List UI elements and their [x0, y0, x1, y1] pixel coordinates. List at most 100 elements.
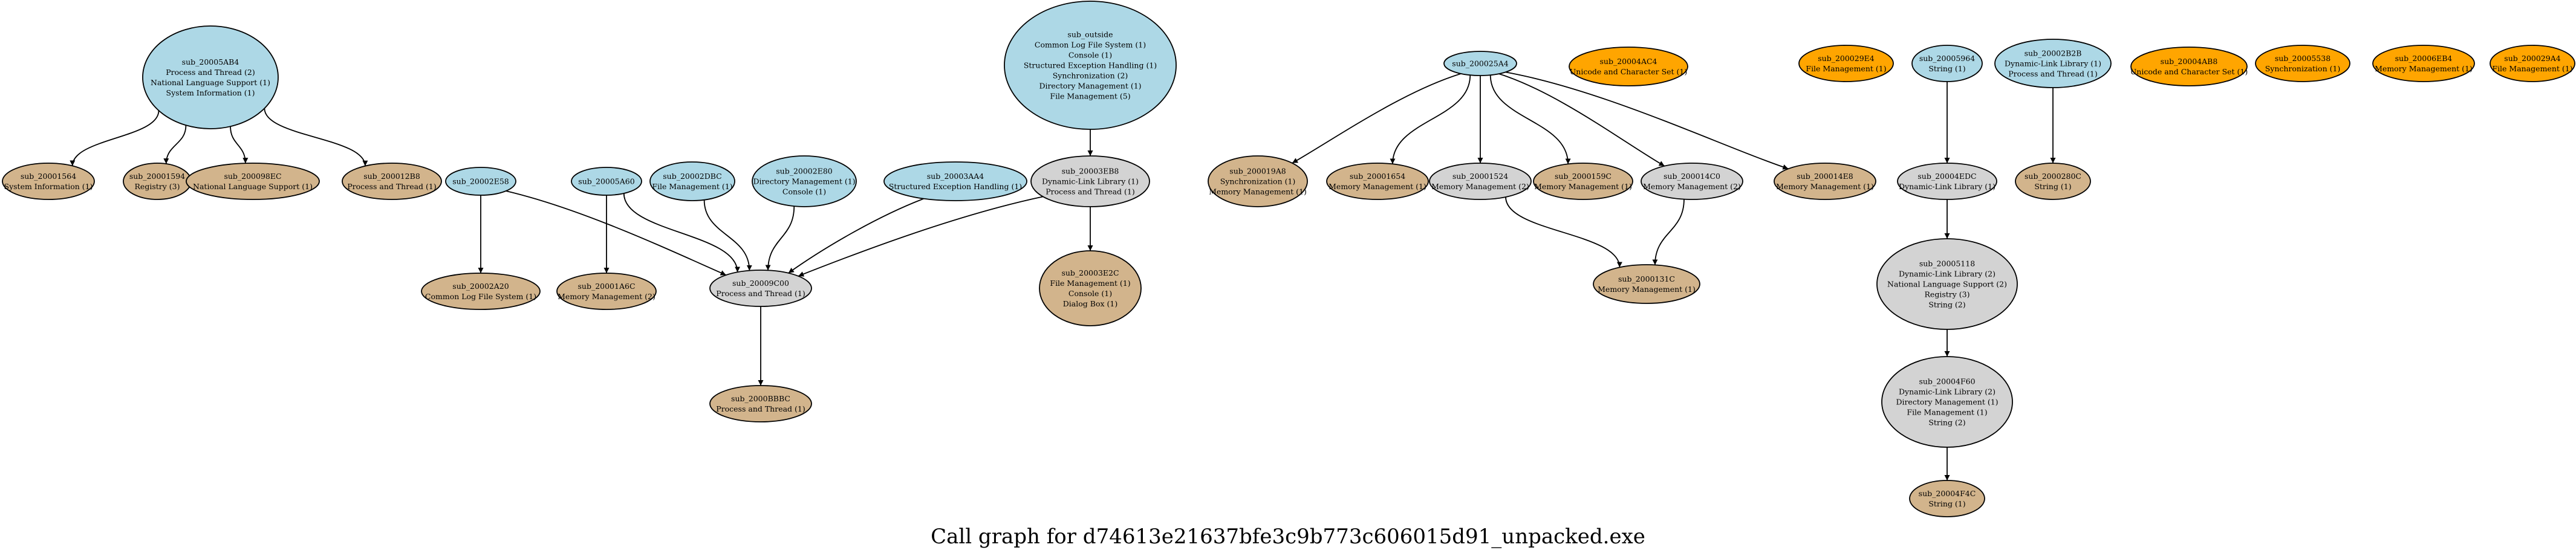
node-ellipse: [1443, 51, 1517, 76]
node-api-category: Registry (3): [135, 182, 180, 191]
node-ellipse: [709, 270, 812, 307]
node-n_2e58: sub_20002E58: [445, 167, 516, 196]
node-api-category: File Management (1): [1907, 408, 1987, 417]
node-ellipse: [752, 155, 857, 207]
node-function-name: sub_20002DBC: [663, 172, 722, 181]
edge-n_5a60-to-n_9c00: [623, 193, 741, 273]
edge-n_25a4-to-n_14e8: [1505, 71, 1789, 170]
node-api-category: Process and Thread (1): [1046, 187, 1135, 196]
node-api-category: Process and Thread (1): [2008, 70, 2098, 79]
node-api-category: Dynamic-Link Library (2): [1899, 387, 1995, 396]
node-ellipse: [1429, 163, 1532, 200]
node-api-category: String (1): [1928, 64, 1965, 73]
node-api-category: Structured Exception Handling (1): [889, 182, 1022, 191]
node-api-category: Console (1): [782, 187, 826, 196]
node-api-category: Process and Thread (1): [716, 404, 805, 413]
node-api-category: Console (1): [1068, 51, 1112, 60]
node-api-category: File Management (1): [1806, 64, 1886, 73]
node-api-category: Dynamic-Link Library (1): [2005, 59, 2101, 68]
edge-n_2e58-to-n_9c00: [506, 190, 727, 276]
node-api-category: Memory Management (1): [1209, 187, 1307, 196]
node-api-category: Directory Management (1): [753, 177, 855, 186]
edge-n_25a4-to-n_1654: [1390, 75, 1471, 164]
node-api-category: String (2): [1928, 418, 1965, 427]
node-ellipse: [1994, 39, 2112, 88]
node-ellipse: [342, 163, 442, 200]
node-ellipse: [1004, 1, 1177, 130]
node-function-name: sub_20006EB4: [2395, 54, 2453, 63]
node-function-name: sub_20001654: [1350, 172, 1405, 181]
node-api-category: Synchronization (2): [1053, 71, 1128, 80]
node-ellipse: [142, 25, 279, 129]
edge-n_5ab4-to-n_98ec: [230, 126, 249, 164]
node-api-category: Memory Management (2): [1431, 182, 1529, 191]
edge-n_1524-to-n_131c: [1505, 196, 1622, 268]
node-function-name: sub_20002E58: [452, 177, 509, 186]
node-function-name: sub_20001A6C: [577, 282, 635, 291]
node-api-category: Dynamic-Link Library (1): [1042, 177, 1139, 186]
node-function-name: sub_200014C0: [1664, 172, 1720, 181]
node-ellipse: [1326, 163, 1429, 200]
node-api-category: String (1): [2034, 182, 2071, 191]
node-api-category: Console (1): [1068, 289, 1112, 298]
node-api-category: Memory Management (1): [1776, 182, 1874, 191]
node-ellipse: [2255, 45, 2350, 82]
node-ellipse: [1030, 155, 1150, 207]
edge-n_25a4-to-n_19a8: [1292, 73, 1462, 164]
node-ellipse: [1909, 480, 1985, 517]
node-ellipse: [883, 161, 1027, 201]
node-ellipse: [709, 385, 812, 422]
node-function-name: sub_20001594: [129, 172, 185, 181]
node-function-name: sub_200012B8: [363, 172, 420, 181]
node-api-category: Directory Management (1): [1896, 398, 1998, 407]
node-api-category: File Management (1): [652, 182, 732, 191]
node-ellipse: [2130, 47, 2248, 86]
node-ellipse: [123, 163, 192, 200]
node-api-category: Memory Management (2): [558, 292, 655, 301]
graph-title: Call graph for d74613e21637bfe3c9b773c60…: [931, 525, 1645, 549]
node-ellipse: [1208, 155, 1308, 207]
node-ellipse: [1881, 356, 2013, 448]
node-n_25a4: sub_200025A4: [1443, 51, 1517, 76]
node-function-name: sub_20005964: [1919, 54, 1975, 63]
node-function-name: sub_200029A4: [2504, 54, 2560, 63]
edge-n_3aa4-to-n_9c00: [788, 198, 925, 274]
node-api-category: National Language Support (1): [151, 78, 270, 87]
node-function-name: sub_200014E8: [1797, 172, 1853, 181]
node-ellipse: [2015, 163, 2091, 200]
node-api-category: Memory Management (1): [1598, 285, 1696, 294]
node-function-name: sub_20002B2B: [2025, 49, 2082, 58]
node-ellipse: [1039, 250, 1142, 326]
node-api-category: File Management (1): [2492, 64, 2572, 73]
node-api-category: Process and Thread (1): [716, 289, 805, 298]
node-function-name: sub_20005118: [1919, 259, 1975, 268]
node-function-name: sub_20004AB8: [2161, 57, 2218, 66]
node-ellipse: [445, 167, 516, 196]
node-api-category: National Language Support (2): [1887, 280, 2007, 289]
